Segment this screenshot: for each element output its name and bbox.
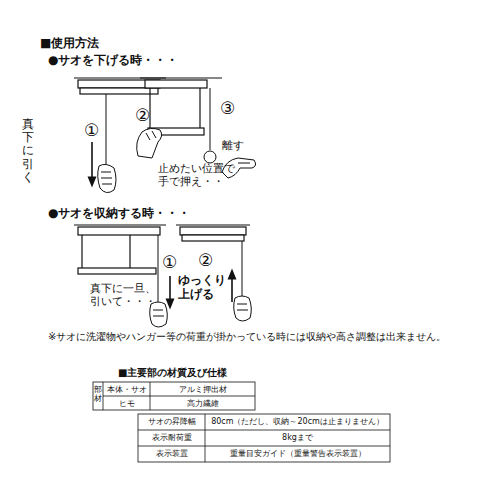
- step-instruction: 真下に一旦、 引いて・・・: [90, 282, 160, 308]
- step-instruction: 止めたい位置で 手で押え・・: [158, 162, 242, 188]
- cords: [106, 88, 242, 304]
- table-cell: ヒモ: [103, 399, 150, 408]
- table-cell: 80cm（ただし、収納～20cmは止まりません）: [205, 417, 390, 427]
- table-cell: アルミ押出材: [150, 385, 255, 394]
- step-number: ②: [135, 105, 150, 125]
- ceiling-units: [74, 78, 250, 274]
- table-cell: 高力繊維: [150, 399, 255, 408]
- section-heading: ●サオを下げる時・・・: [48, 53, 178, 67]
- step-number: ③: [220, 98, 235, 118]
- step-instruction: 離す: [222, 139, 244, 152]
- table-cell: 重量目安ガイド（重量警告表示装置）: [205, 449, 390, 459]
- step-instruction: 真下に引く: [22, 118, 34, 184]
- table-cell: 表示耐荷重: [138, 433, 205, 443]
- step-number: ②: [198, 250, 213, 270]
- page-heading: ■使用方法: [40, 36, 99, 50]
- step-number: ①: [84, 120, 99, 140]
- table-cell: 部材: [94, 386, 102, 404]
- step-number: ①: [162, 252, 177, 272]
- section-heading: ■主要部の材質及び仕様: [118, 367, 227, 379]
- table-cell: 表示装置: [138, 449, 205, 459]
- table-cell: 8kgまで: [205, 433, 390, 443]
- table-cell: サオの昇降幅: [138, 417, 205, 427]
- spec-tables: [93, 382, 390, 462]
- section-heading: ●サオを収納する時・・・: [48, 206, 190, 220]
- caution-note: ※サオに洗濯物やハンガー等の荷重が掛かっている時には収納や高さ調整は出来ません。: [48, 331, 446, 343]
- table-cell: 本体・サオ: [103, 385, 150, 394]
- step-instruction: ゆっくり 上げる: [178, 273, 230, 302]
